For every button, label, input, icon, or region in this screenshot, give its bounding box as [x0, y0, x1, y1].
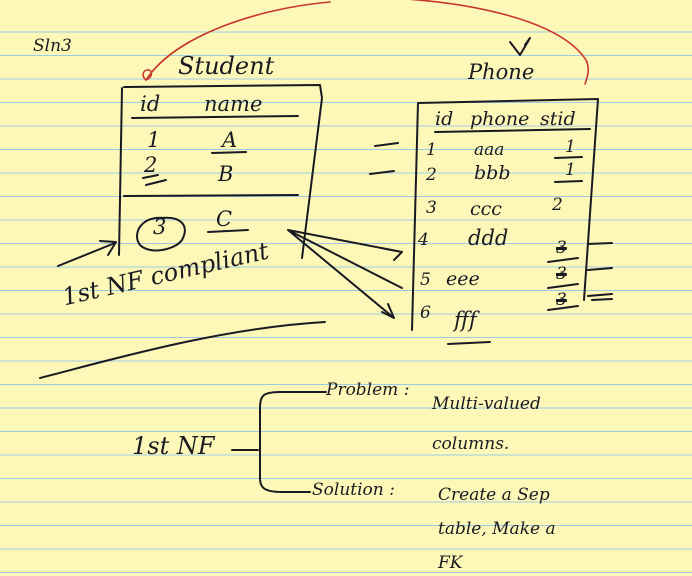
phone-title-check — [509, 37, 531, 56]
solution-text: Create a Sep table, Make a FK — [438, 485, 556, 573]
student-header-id: id — [140, 92, 161, 116]
phone-row-dashes — [369, 142, 613, 301]
phone-header-underline — [434, 128, 591, 133]
arc-start-loop — [142, 69, 153, 81]
relationship-arc — [145, 0, 590, 85]
student-row2-name: B — [218, 162, 234, 186]
phone-row1-stid: 1 — [565, 137, 576, 157]
problem-text: Multi-valued columns. — [432, 394, 541, 454]
student-table-box — [118, 84, 323, 259]
phone-row4-stid: 3 — [556, 238, 567, 258]
student-name-underlines — [207, 151, 249, 233]
student-row3-name: C — [216, 207, 233, 231]
student-row2-id: 2 — [144, 153, 158, 177]
student-row3-circle — [136, 216, 186, 252]
phone-stid-underlines — [547, 156, 583, 311]
phone-header-phone: phone — [470, 108, 530, 130]
page-title: Sln3 — [33, 36, 72, 56]
phone-row5-id: 5 — [420, 270, 431, 290]
student-pointer-arrow — [57, 240, 117, 267]
student-table-title: Student — [178, 52, 275, 80]
student-header-name: name — [204, 92, 263, 116]
phone-row1-id: 1 — [426, 140, 437, 160]
student-id-checks — [142, 174, 167, 186]
phone-row1-phone: aaa — [474, 140, 505, 160]
student-row1-name: A — [222, 128, 238, 152]
phone-row2-stid: 1 — [565, 160, 576, 180]
phone-row4-phone: ddd — [468, 226, 509, 250]
phone-table-box — [411, 98, 599, 331]
phone-header-id: id — [435, 108, 454, 130]
phone-row5-phone: eee — [446, 268, 480, 290]
student-row3-id: 3 — [153, 215, 167, 239]
phone-row2-phone: bbb — [474, 162, 511, 184]
problem-label: Problem : — [326, 380, 410, 400]
phone-row3-stid: 2 — [552, 195, 563, 215]
phone-row3-phone: ccc — [470, 198, 502, 220]
phone-header-stid: stid — [540, 108, 576, 130]
phone-row6-id: 6 — [420, 303, 431, 323]
phone-row3-id: 3 — [426, 198, 437, 218]
phone-row6-phone: fff — [454, 308, 477, 332]
fk-lines — [287, 229, 403, 319]
phone-row6-stid: 3 — [556, 290, 567, 310]
phone-row4-id: 4 — [418, 230, 429, 250]
nf-bracket — [231, 391, 327, 493]
phone-row2-id: 2 — [426, 165, 437, 185]
phone-table-title: Phone — [468, 60, 535, 84]
phone-fff-underline — [447, 341, 491, 345]
student-header-underline — [131, 115, 299, 119]
nf-label: 1st NF — [132, 432, 215, 460]
student-row1-id: 1 — [147, 128, 161, 152]
compliance-underline — [39, 321, 326, 379]
solution-label: Solution : — [312, 480, 395, 500]
student-row-divider — [123, 194, 299, 197]
phone-row5-stid: 3 — [556, 264, 567, 284]
